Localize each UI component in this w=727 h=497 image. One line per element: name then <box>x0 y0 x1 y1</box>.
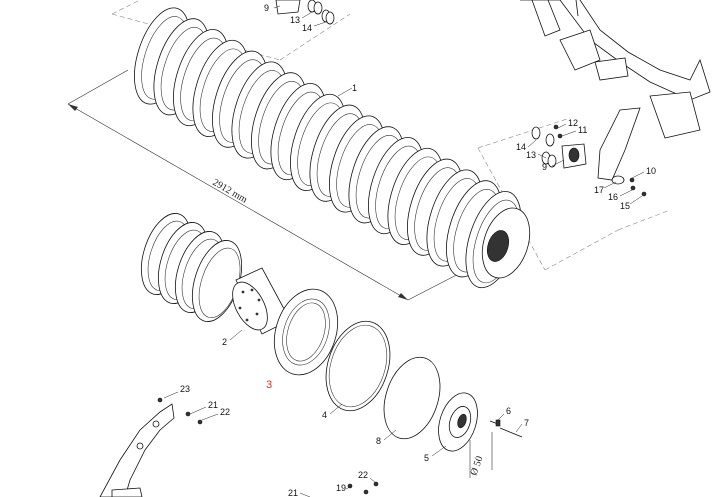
label-part-16: 16 <box>608 192 618 202</box>
label-part-21-left: 21 <box>208 400 218 410</box>
label-part-13-right: 13 <box>526 150 536 160</box>
label-part-17: 17 <box>594 185 604 195</box>
bearing-parts-right <box>531 124 647 197</box>
label-part-2: 2 <box>222 337 227 347</box>
bearing-parts-top <box>275 0 335 25</box>
label-part-22-bottom: 22 <box>358 470 368 480</box>
small-roller-assembly <box>140 213 243 322</box>
label-part-12: 12 <box>568 118 578 128</box>
label-part-8: 8 <box>376 436 381 446</box>
dimension-diameter-label: Ø 50 <box>468 455 485 477</box>
label-part-19: 19 <box>336 483 346 493</box>
label-part-13-top: 13 <box>290 15 300 25</box>
roller-end-hub <box>486 230 510 262</box>
main-roller-assembly <box>134 7 531 289</box>
ring-part-3 <box>273 288 339 376</box>
label-part-15: 15 <box>620 201 630 211</box>
label-part-22-left: 22 <box>220 407 230 417</box>
label-part-5: 5 <box>424 453 429 463</box>
label-part-21-bottom: 21 <box>288 488 298 497</box>
label-part-6: 6 <box>506 406 511 416</box>
dimension-diameter: Ø 50 <box>468 432 493 478</box>
leader-lines <box>163 5 645 497</box>
dashed-box-right <box>477 117 671 271</box>
label-part-4: 4 <box>322 410 327 420</box>
scraper-bracket <box>99 397 379 497</box>
label-part-11: 11 <box>578 125 587 135</box>
label-part-1: 1 <box>352 83 357 93</box>
flange-part-5 <box>438 392 478 452</box>
label-part-7: 7 <box>524 418 529 428</box>
part-labels: 1 2 3 4 5 6 7 8 9 9 10 11 12 13 13 14 14… <box>180 3 656 497</box>
plate-part-8 <box>383 356 441 440</box>
hub-cylinder <box>232 267 291 335</box>
label-part-3: 3 <box>266 379 272 391</box>
label-part-23: 23 <box>180 384 190 394</box>
label-part-14-top: 14 <box>302 23 312 33</box>
bolt-parts <box>489 419 523 438</box>
label-part-9-right: 9 <box>542 162 547 172</box>
ring-part-4 <box>325 320 391 412</box>
dimension-length-label: 2912 mm <box>211 177 250 206</box>
label-part-14-right: 14 <box>516 142 526 152</box>
label-part-10: 10 <box>646 166 656 176</box>
frame-structure <box>520 0 711 181</box>
label-part-9-top: 9 <box>264 3 269 13</box>
